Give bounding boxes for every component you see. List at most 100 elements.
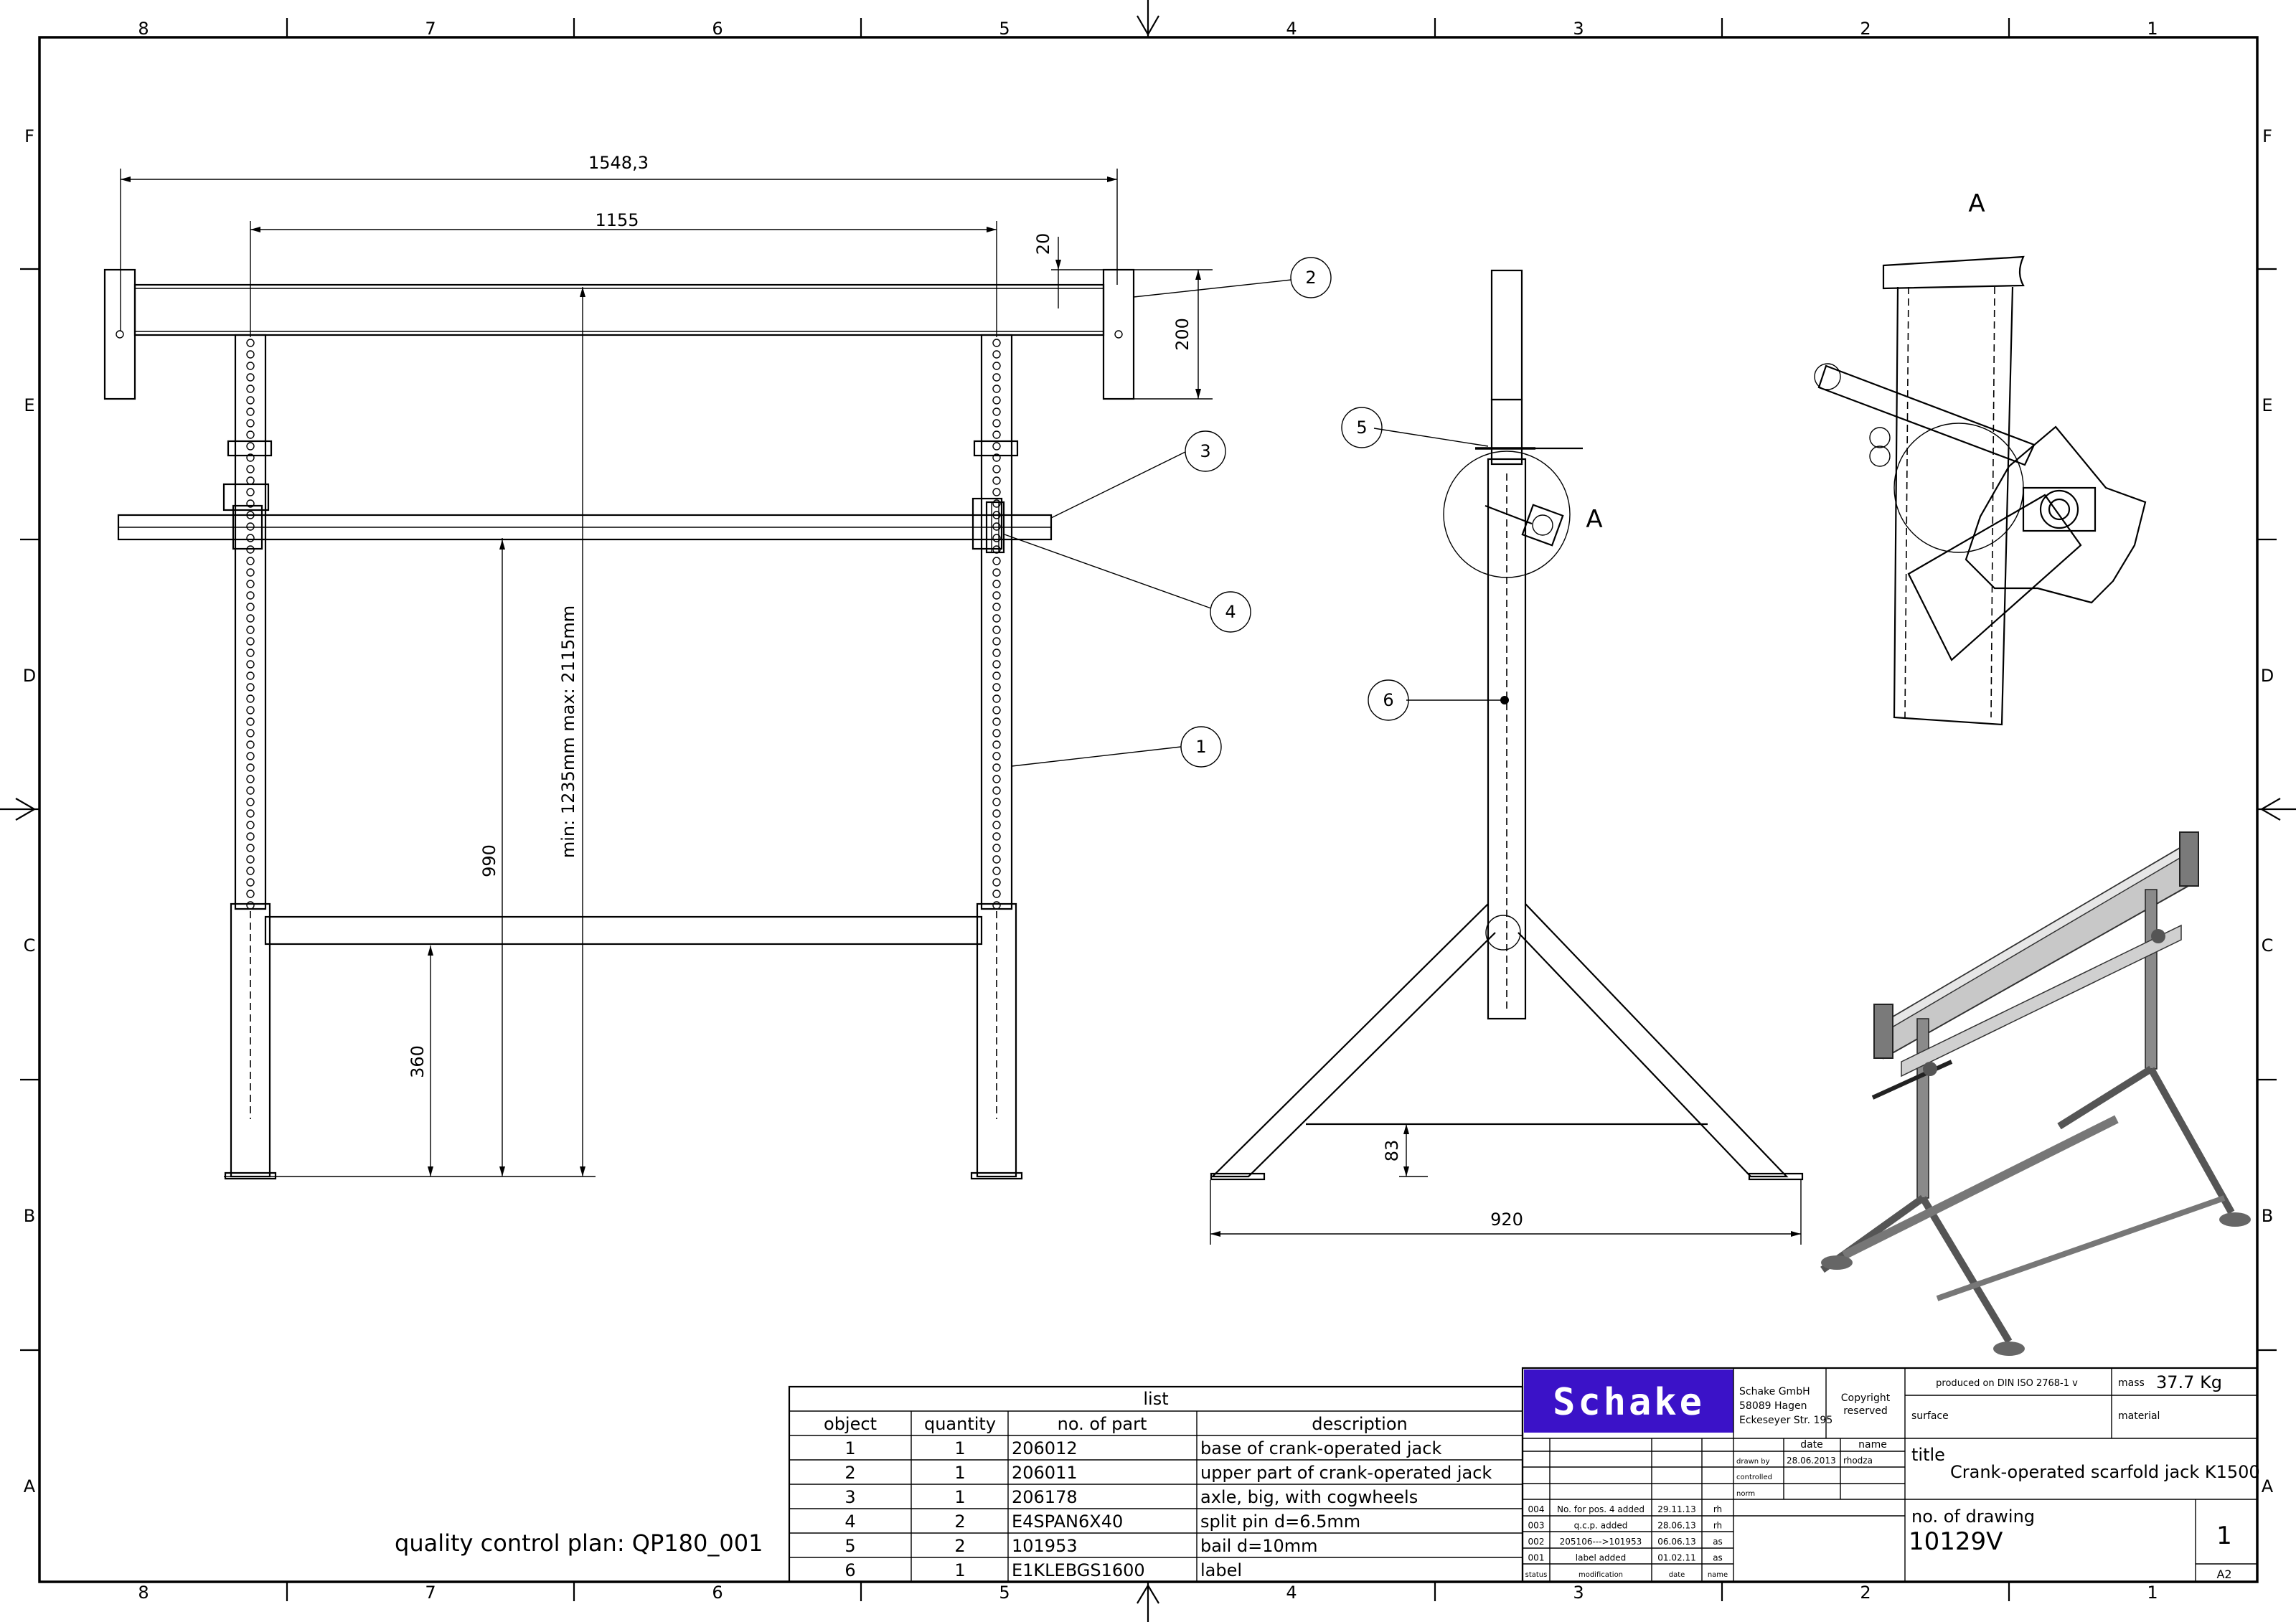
front-view: 1548,3 1155 20 200 min: 1235mm max: 2115… — [103, 153, 1213, 1180]
post-hole — [246, 717, 255, 726]
dim-height-range: min: 1235mm max: 2115mm — [558, 605, 578, 858]
post-hole — [992, 453, 1001, 462]
row-letter: E — [24, 395, 34, 415]
parts-list-cell: 5 — [844, 1536, 855, 1556]
callout-6: 6 — [1383, 690, 1393, 710]
parts-list-cell: 206012 — [1012, 1438, 1078, 1458]
post-hole — [246, 603, 255, 611]
post-hole — [992, 763, 1001, 772]
col-number: 1 — [2147, 19, 2158, 39]
row-letter: F — [24, 126, 34, 146]
sheet-number: 1 — [2216, 1522, 2232, 1550]
post-hole — [246, 809, 255, 818]
post-hole — [992, 339, 1001, 347]
post-hole — [992, 844, 1001, 852]
post-hole — [246, 798, 255, 806]
row-letter: C — [24, 935, 36, 956]
post-hole — [992, 465, 1001, 473]
callout-5: 5 — [1356, 418, 1367, 438]
col-header: object — [824, 1414, 877, 1434]
isometric-view — [1820, 831, 2251, 1356]
post-hole — [992, 488, 1001, 496]
post-hole — [246, 465, 255, 473]
post-hole — [246, 476, 255, 485]
copyright-line: Copyright — [1841, 1392, 1891, 1404]
company-name: Schake GmbH — [1739, 1386, 1810, 1397]
post-hole — [246, 821, 255, 829]
parts-list: list object quantity no. of part descrip… — [788, 1385, 1524, 1583]
surface-label: surface — [1911, 1410, 1949, 1422]
col-number: 4 — [1286, 1583, 1297, 1603]
revision-cell: 01.02.11 — [1657, 1553, 1695, 1563]
revision-cell: 29.11.13 — [1657, 1504, 1695, 1514]
post-hole — [992, 407, 1001, 416]
post-hole — [992, 832, 1001, 841]
parts-list-cell: 4 — [844, 1512, 855, 1532]
col-number: 3 — [1573, 1583, 1584, 1603]
post-hole — [992, 878, 1001, 887]
parts-list-cell: E1KLEBGS1600 — [1012, 1560, 1145, 1580]
parts-list-cell: split pin d=6.5mm — [1200, 1512, 1360, 1532]
post-hole — [992, 430, 1001, 439]
post-hole — [246, 339, 255, 347]
revision-cell: rh — [1713, 1504, 1722, 1514]
post-hole — [246, 855, 255, 864]
row-letter: B — [24, 1206, 35, 1226]
post-hole — [992, 362, 1001, 370]
post-hole — [246, 844, 255, 852]
post-hole — [992, 637, 1001, 646]
col-number: 8 — [138, 19, 149, 39]
post-hole — [992, 350, 1001, 359]
post-hole — [992, 729, 1001, 737]
rev-footer: name — [1708, 1571, 1728, 1579]
col-number: 5 — [999, 1583, 1010, 1603]
post-hole — [246, 786, 255, 795]
parts-list-cell: 1 — [954, 1487, 965, 1507]
parts-list-cell: bail d=10mm — [1200, 1536, 1318, 1556]
rev-footer: modification — [1578, 1571, 1623, 1579]
post-hole — [992, 649, 1001, 657]
detail-title: A — [1968, 189, 1985, 218]
post-hole — [246, 419, 255, 428]
revision-cell: as — [1713, 1553, 1723, 1563]
post-hole — [246, 385, 255, 393]
revision-cell: 003 — [1528, 1521, 1545, 1531]
post-hole — [246, 867, 255, 875]
post-hole — [992, 717, 1001, 726]
post-hole — [246, 890, 255, 898]
post-hole — [992, 809, 1001, 818]
post-hole — [992, 683, 1001, 692]
post-hole — [992, 534, 1001, 542]
post-hole — [246, 752, 255, 760]
dim-foot-span: 920 — [1490, 1210, 1523, 1230]
post-hole — [992, 557, 1001, 565]
dim-jack-spacing: 1155 — [595, 210, 639, 230]
post-hole — [246, 522, 255, 531]
row-letter: A — [2262, 1476, 2274, 1496]
callout-4: 4 — [1225, 602, 1236, 622]
revision-cell: 004 — [1528, 1504, 1545, 1514]
parts-list-cell: 1 — [954, 1438, 965, 1458]
post-hole — [992, 522, 1001, 531]
norm-label: norm — [1736, 1490, 1755, 1498]
row-letter: D — [23, 666, 36, 686]
company-city: 58089 Hagen — [1739, 1400, 1807, 1412]
post-hole — [992, 373, 1001, 382]
post-hole — [992, 890, 1001, 898]
col-header: no. of part — [1058, 1414, 1147, 1434]
post-holes — [992, 339, 1001, 910]
post-hole — [246, 350, 255, 359]
post-hole — [992, 614, 1001, 623]
col-header: quantity — [924, 1414, 996, 1434]
detail-a-view: A — [1814, 189, 2147, 726]
parts-list-cell: upper part of crank-operated jack — [1200, 1463, 1492, 1483]
post-hole — [992, 442, 1001, 451]
post-hole — [246, 568, 255, 577]
callout-3: 3 — [1200, 441, 1210, 461]
detail-ref-label: A — [1586, 505, 1602, 534]
post-hole — [992, 499, 1001, 508]
callouts: 1 2 3 4 5 6 — [1004, 257, 1505, 768]
post-hole — [992, 775, 1001, 783]
col-number: 6 — [712, 1583, 723, 1603]
drawn-date: 28.06.2013 — [1787, 1456, 1836, 1466]
